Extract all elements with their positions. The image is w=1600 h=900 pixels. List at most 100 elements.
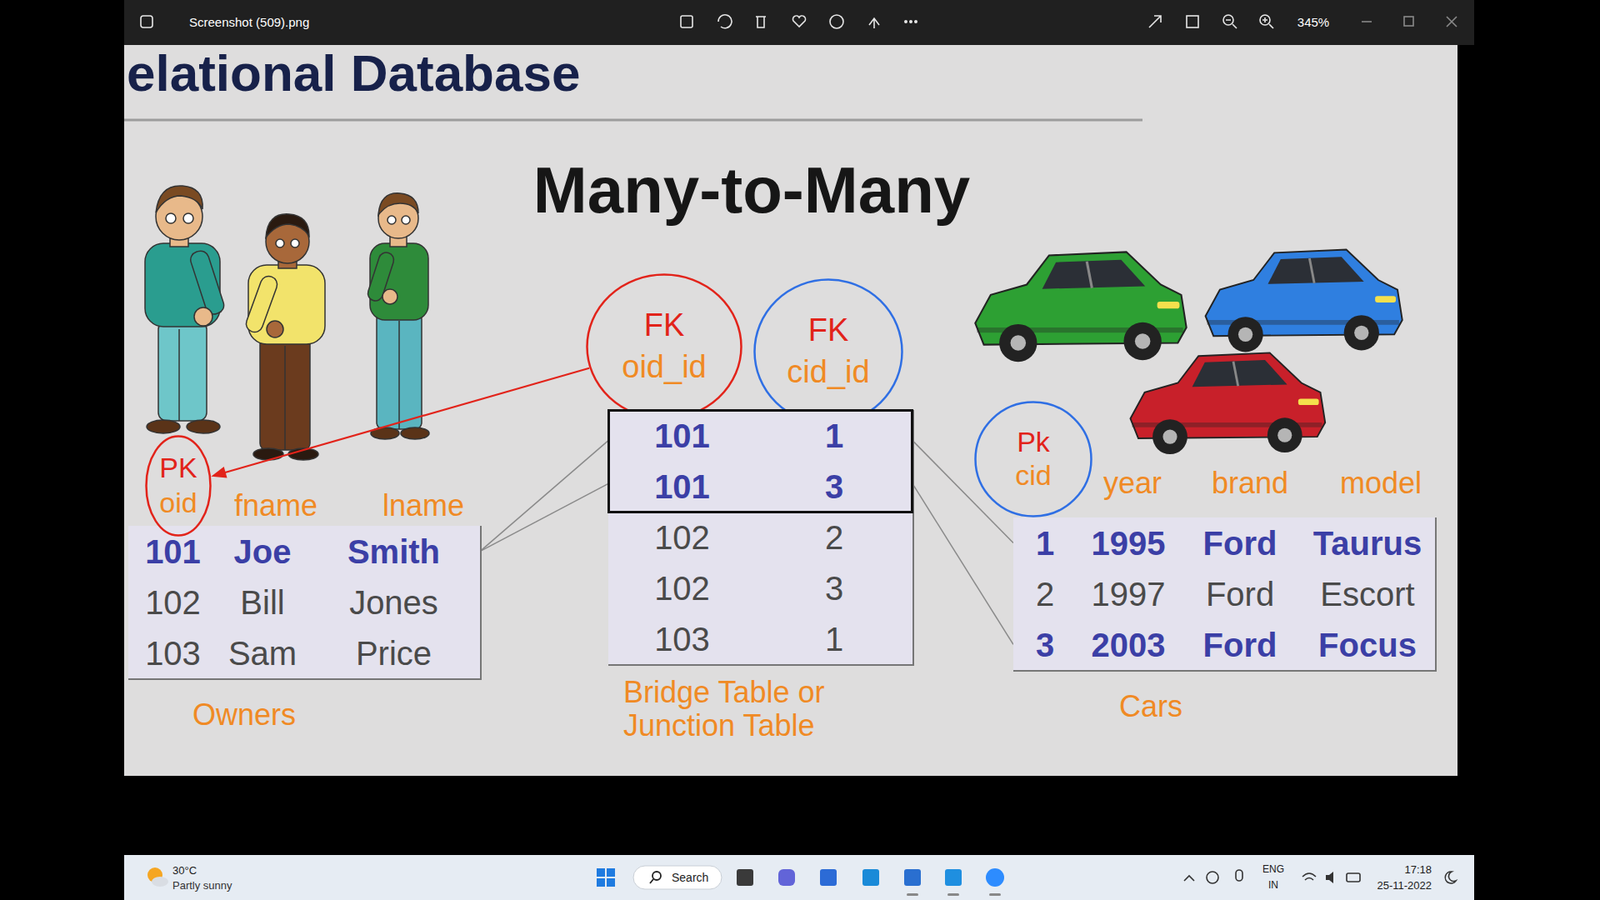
cell-text: 101 bbox=[654, 470, 710, 504]
taskbar-part bbox=[124, 855, 1475, 900]
key-column: cid bbox=[1015, 460, 1051, 491]
cell-text: Joe bbox=[234, 535, 292, 569]
toolbar-icons-part bbox=[915, 20, 917, 23]
region: IN bbox=[1268, 880, 1279, 892]
people-figures-part bbox=[183, 213, 194, 224]
car-pictures-part bbox=[1205, 250, 1403, 353]
key-column: cid_id bbox=[786, 355, 870, 390]
cell-text: 1995 bbox=[1091, 526, 1166, 560]
cell-text: Taurus bbox=[1313, 526, 1422, 560]
table-cell: 101 bbox=[608, 460, 758, 514]
table-cell: 103 bbox=[128, 627, 220, 680]
ellipse-stroke bbox=[755, 280, 903, 425]
cell-text: 101 bbox=[654, 419, 710, 453]
ellipse-outline bbox=[585, 273, 743, 420]
toolbar-icons-part bbox=[1225, 20, 1237, 29]
table-cell: 3 bbox=[755, 460, 915, 514]
toolbar-icons-part bbox=[1186, 15, 1199, 28]
column-header: year bbox=[1103, 465, 1162, 500]
toolbar-icons-part bbox=[1361, 20, 1372, 23]
ellipse-outline bbox=[753, 278, 904, 425]
people-figures-part bbox=[253, 448, 284, 460]
taskbar-part bbox=[151, 876, 169, 887]
taskbar-part bbox=[736, 869, 754, 886]
column-header: fname bbox=[234, 488, 318, 523]
taskbar-part bbox=[862, 869, 880, 886]
ellipse-content: FKoid_id bbox=[585, 273, 743, 420]
cell-text: 102 bbox=[654, 520, 710, 555]
table-cell: 2 bbox=[1013, 568, 1079, 621]
people-figures-part bbox=[194, 307, 213, 326]
table-cell: Jones bbox=[307, 576, 482, 630]
ellipse-stroke bbox=[146, 436, 211, 536]
taskbar-part bbox=[633, 865, 722, 890]
taskbar-part bbox=[985, 868, 1005, 887]
table-cell: 102 bbox=[128, 576, 220, 630]
people-figures-part bbox=[284, 345, 286, 450]
taskbar-part bbox=[596, 878, 605, 887]
people-figures-part bbox=[275, 239, 285, 248]
toolbar-icons-part bbox=[1149, 15, 1161, 28]
window-title: Screenshot (509).png bbox=[189, 15, 310, 30]
cell-text: Focus bbox=[1318, 628, 1417, 662]
table-cell: Taurus bbox=[1300, 517, 1437, 570]
table-cell: 103 bbox=[608, 613, 758, 666]
taskbar-part bbox=[904, 869, 921, 886]
toolbar-icons-part bbox=[755, 16, 766, 28]
cell-text: Price bbox=[355, 636, 432, 670]
table-name: Owners bbox=[192, 698, 296, 732]
taskbar bbox=[124, 855, 1475, 900]
data-table: 11995FordTaurus21997FordEscort32003FordF… bbox=[1013, 517, 1435, 670]
slide-title: Many-to-Many bbox=[533, 155, 970, 227]
cell-text: 102 bbox=[145, 585, 201, 620]
taskbar-part bbox=[1235, 870, 1243, 881]
people-figures-part bbox=[186, 420, 220, 434]
table-cell: Ford bbox=[1180, 568, 1302, 621]
people-figures-part bbox=[266, 320, 284, 338]
ellipse-outline bbox=[974, 400, 1093, 518]
table-cell: Ford bbox=[1180, 619, 1302, 672]
people-figures-part bbox=[400, 427, 430, 440]
key-ellipse: Pkcid bbox=[974, 400, 1093, 518]
table-cell: 3 bbox=[755, 562, 915, 615]
window-frame-part bbox=[124, 0, 1475, 45]
table-cell: Bill bbox=[217, 576, 310, 630]
table-cell: 1997 bbox=[1076, 568, 1182, 621]
taskbar-part bbox=[650, 879, 654, 884]
ellipse-content: FKcid_id bbox=[753, 278, 904, 425]
toolbar-icons-part bbox=[905, 20, 907, 23]
column-header: lname bbox=[382, 488, 465, 523]
cell-text: 1 bbox=[1035, 526, 1055, 560]
cell-text: 103 bbox=[654, 622, 710, 656]
cell-text: 3 bbox=[825, 571, 844, 605]
taskbar-part bbox=[945, 869, 962, 886]
people-figures bbox=[145, 185, 430, 460]
connector-line bbox=[220, 368, 590, 475]
table-cell: 1995 bbox=[1076, 517, 1182, 570]
column-header: brand bbox=[1211, 465, 1289, 500]
ellipse-stroke bbox=[587, 275, 742, 420]
toolbar-icons-part bbox=[718, 15, 732, 29]
window-frame-part bbox=[124, 0, 1475, 855]
table-cell: Sam bbox=[217, 627, 310, 680]
people-figures-part bbox=[260, 337, 310, 450]
connector bbox=[480, 483, 609, 551]
toolbar-icons-part bbox=[140, 15, 153, 28]
table-cell: Escort bbox=[1300, 568, 1437, 621]
people-figures-part bbox=[165, 213, 176, 224]
slide-background-part bbox=[124, 119, 1143, 122]
window-frame bbox=[124, 0, 1475, 855]
table-cell: 2003 bbox=[1076, 619, 1182, 672]
table-cell: 2 bbox=[755, 511, 915, 565]
taskbar-part bbox=[989, 893, 1001, 896]
cell-text: Escort bbox=[1320, 577, 1415, 611]
table-cell: 102 bbox=[608, 511, 758, 565]
taskbar-part bbox=[906, 893, 919, 896]
people-figures-part bbox=[382, 289, 398, 305]
table-cell: Focus bbox=[1300, 619, 1437, 672]
taskbar-part bbox=[1445, 871, 1456, 884]
cell-text: 3 bbox=[825, 470, 844, 504]
connector bbox=[210, 368, 590, 479]
